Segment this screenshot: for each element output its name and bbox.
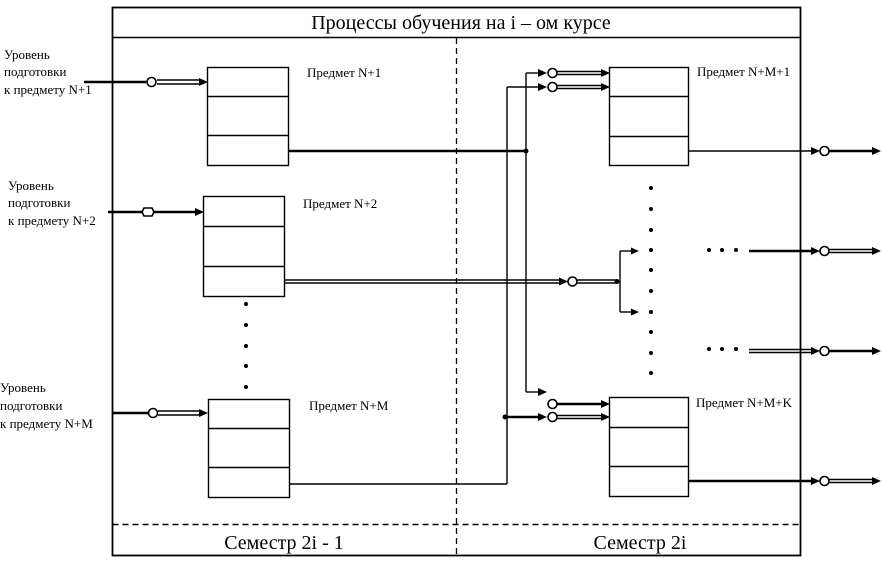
input-arrow-1 [84,76,208,88]
subject-label-nmk: Предмет N+M+K [696,395,793,410]
input-label-line: Уровень [8,178,54,193]
input-label-line: подготовки [0,398,62,413]
link-node [547,398,558,410]
input-label-line: к предмету N+1 [4,82,92,97]
output-arrow-4 [688,475,881,487]
input-label-line: к предмету N+M [0,416,93,431]
input-label-line: подготовки [8,195,70,210]
output-node [819,475,830,487]
subject-box-nmk [608,396,690,498]
output-node [819,145,830,157]
subject-label-n1: Предмет N+1 [307,65,381,80]
subject-box-nm1 [608,66,690,167]
subject-box-nm [207,398,291,499]
subject-label-n2: Предмет N+2 [303,196,377,211]
link-node [547,81,558,93]
link-n2 [285,247,639,316]
input-label-line: Уровень [4,47,50,62]
input-arrow-3 [112,407,208,419]
output-arrow-3 [707,345,881,357]
subject-label-nm: Предмет N+M [309,398,389,413]
input-node [147,407,159,419]
input-node [146,76,157,88]
input-label-line: подготовки [4,64,66,79]
link-nm [289,83,547,485]
link-node [547,67,558,79]
output-node [819,345,830,357]
link-n1 [288,69,547,396]
outer-frame [111,6,802,557]
ellipsis-left-column [244,302,248,389]
semester-right-label: Семестр 2i [594,532,687,554]
subject-box-n1 [206,66,290,167]
inputs-box-nm1 [547,67,610,93]
output-arrow-2 [707,245,881,257]
output-arrow-1 [688,145,881,157]
subject-box-n2 [202,195,286,298]
subject-label-nm1: Предмет N+M+1 [697,64,790,79]
ellipsis-right-column [649,186,653,375]
link-node [547,411,558,423]
inputs-box-nmk [547,398,610,423]
diagram-title: Процессы обучения на i – ом курсе [311,12,611,34]
semester-left-label: Семестр 2i - 1 [224,532,344,554]
input-label-line: Уровень [0,380,46,395]
input-label-line: к предмету N+2 [8,213,96,228]
input-arrow-2 [108,207,204,217]
input-label-1: Уровень подготовки к предмету N+1 [4,47,92,97]
link-node [567,276,578,287]
input-label-3: Уровень подготовки к предмету N+M [0,380,93,431]
output-node [819,245,830,257]
input-label-2: Уровень подготовки к предмету N+2 [8,178,96,228]
input-node [141,207,155,217]
